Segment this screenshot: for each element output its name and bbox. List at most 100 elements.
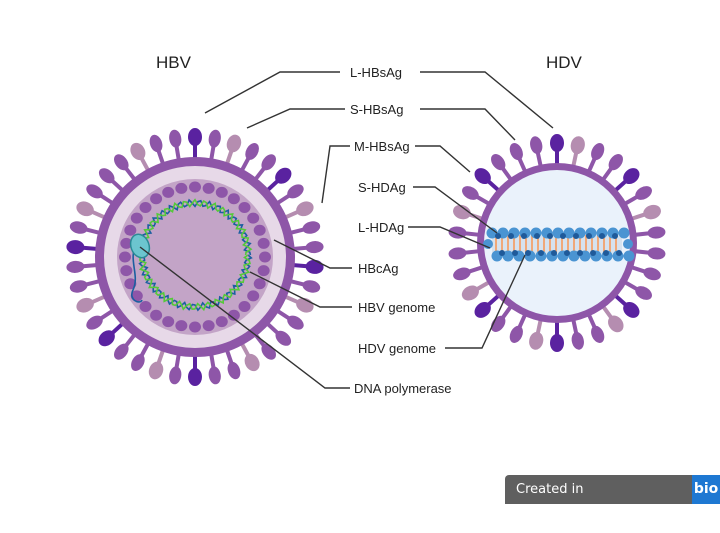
surface-protein-l xyxy=(188,128,202,161)
spike-head xyxy=(98,330,115,347)
hbcag-protein xyxy=(139,202,152,214)
label-hdv-genome: HDV genome xyxy=(358,341,436,356)
spike-head xyxy=(462,186,479,200)
spike-stalk xyxy=(81,262,100,269)
hbcag-protein xyxy=(227,309,240,321)
spike-head xyxy=(302,221,321,234)
hbcag-protein xyxy=(238,202,251,214)
spike-head xyxy=(69,280,88,293)
label-dna-polymerase: DNA polymerase xyxy=(354,381,452,396)
hbcag-protein xyxy=(227,193,240,205)
surface-protein-s xyxy=(169,129,182,163)
spike-head xyxy=(261,154,276,171)
label-hbv-genome: HBV genome xyxy=(358,300,435,315)
hbcag-protein xyxy=(215,316,228,328)
spike-stalk xyxy=(632,248,651,255)
spike-stalk xyxy=(193,143,197,161)
l-hdag-protein xyxy=(560,233,566,239)
surface-protein-s xyxy=(448,247,482,260)
hbcag-protein xyxy=(124,278,137,290)
hbcag-protein xyxy=(175,320,188,332)
s-hdag-protein xyxy=(563,227,575,239)
hbcag-protein xyxy=(120,265,133,277)
badge-brand: BioRender.com xyxy=(516,511,626,526)
spike-head xyxy=(86,184,103,199)
s-hdag-protein xyxy=(618,227,630,239)
spike-head xyxy=(623,168,640,185)
l-hdag-protein xyxy=(603,250,609,256)
spike-stalk xyxy=(463,231,482,238)
hbcag-protein xyxy=(150,193,163,205)
hbcag-protein xyxy=(189,181,201,193)
leader-hbcag xyxy=(273,239,352,269)
leader-s-hbsag-left xyxy=(246,108,345,129)
dna-polymerase-shape xyxy=(129,233,151,259)
hbcag-protein xyxy=(253,224,266,236)
surface-protein-l xyxy=(66,240,100,255)
l-hdag-protein xyxy=(499,250,505,256)
label-m-hbsag: M-HBsAg xyxy=(354,139,410,154)
hdv-title: HDV xyxy=(546,53,583,72)
spike-head xyxy=(296,201,314,217)
l-hdag-protein xyxy=(616,250,622,256)
surface-protein-s xyxy=(69,278,103,293)
hbv-particle xyxy=(66,128,324,386)
surface-protein-s xyxy=(69,221,103,236)
label-s-hbsag: S-HBsAg xyxy=(350,102,403,117)
s-hdag-protein xyxy=(623,239,633,249)
hdv-particle xyxy=(448,134,666,352)
hbcag-protein xyxy=(189,321,201,333)
spike-stalk xyxy=(174,144,182,163)
spike-stalk xyxy=(287,278,307,287)
spike-head xyxy=(244,353,260,372)
l-hdag-protein xyxy=(538,250,544,256)
virus-diagram: HBV HDV L-HBsAg S-HBsAg M-HBsAg S-HDAg L… xyxy=(66,53,666,396)
biorender-badge[interactable]: Created in BioRender.com bio xyxy=(505,475,720,526)
spike-head xyxy=(66,260,85,273)
spike-head xyxy=(461,285,479,301)
surface-protein-l xyxy=(550,134,564,167)
label-s-hdag: S-HDAg xyxy=(358,180,406,195)
l-hdag-protein xyxy=(564,250,570,256)
l-hdag-protein xyxy=(512,250,518,256)
spike-stalk xyxy=(535,150,544,170)
surface-protein-s xyxy=(66,260,100,273)
hbv-genome-tail xyxy=(131,244,143,303)
spike-head xyxy=(302,280,321,293)
spike-head xyxy=(509,325,523,343)
l-hdag-protein xyxy=(577,250,583,256)
l-hdag-protein xyxy=(599,233,605,239)
spike-stalk xyxy=(287,227,307,236)
l-hdag-protein xyxy=(547,233,553,239)
surface-protein-s xyxy=(632,226,666,239)
leader-m-hbsag-left xyxy=(321,145,350,204)
surface-protein-l xyxy=(550,319,564,352)
spike-head xyxy=(474,168,491,185)
spike-head xyxy=(550,134,564,152)
spike-head xyxy=(169,129,182,148)
spike-stalk xyxy=(570,150,579,170)
spike-head xyxy=(635,186,652,200)
spike-head xyxy=(453,267,471,281)
hbcag-protein xyxy=(215,186,228,198)
spike-head xyxy=(114,154,129,171)
biorender-logo: bio xyxy=(692,475,720,504)
leader-l-hbsag-right xyxy=(420,71,554,129)
surface-protein-s xyxy=(287,278,321,293)
spike-stalk xyxy=(463,248,482,255)
s-hdag-protein xyxy=(486,227,498,239)
leader-l-hbsag-left xyxy=(204,71,340,114)
spike-stalk xyxy=(535,316,544,336)
spike-head xyxy=(114,343,129,360)
spike-head xyxy=(226,134,242,153)
spike-stalk xyxy=(193,353,197,371)
spike-head xyxy=(305,259,324,274)
spike-stalk xyxy=(208,144,216,163)
hbcag-protein xyxy=(162,186,175,198)
l-hdag-protein xyxy=(612,233,618,239)
spike-stalk xyxy=(290,262,309,269)
hbcag-protein xyxy=(139,300,152,312)
surface-protein-s xyxy=(570,316,584,350)
surface-protein-s xyxy=(632,247,666,260)
s-hdag-protein xyxy=(623,250,635,262)
